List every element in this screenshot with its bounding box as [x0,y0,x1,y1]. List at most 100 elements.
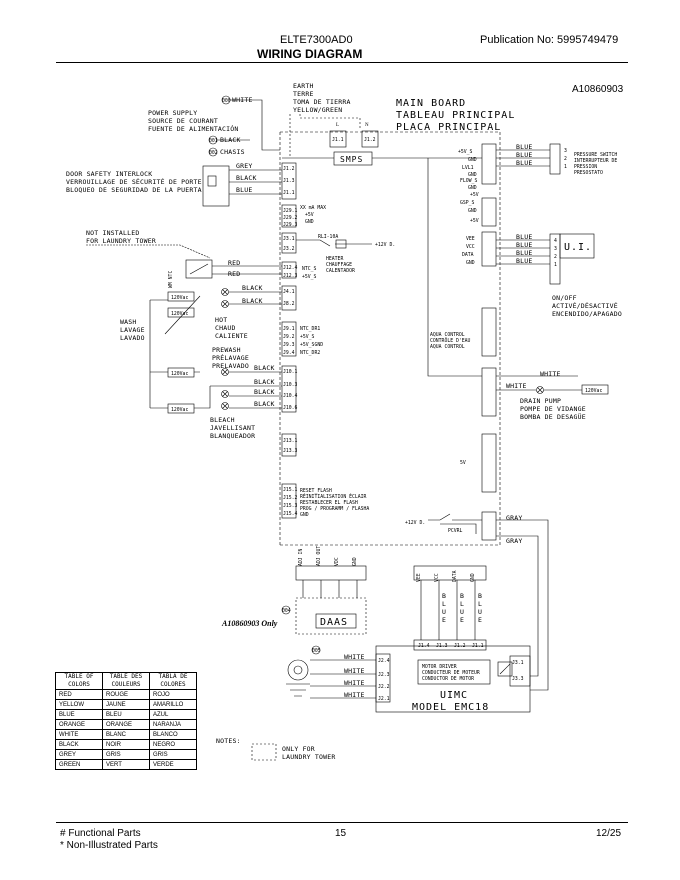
svg-text:GND: GND [468,185,477,191]
svg-text:004: 004 [282,608,291,614]
svg-text:J10.1: J10.1 [283,369,298,375]
svg-text:WM NTC: WM NTC [168,271,174,288]
earth-label-2: TERRE [293,90,314,98]
earth-label-1: EARTH [293,82,314,90]
svg-text:4: 4 [554,238,557,244]
flash-2: RÉINITIALISATION ÉCLAIR [300,492,367,500]
svg-text:+5V_S: +5V_S [458,149,473,155]
svg-text:VEE: VEE [466,236,475,242]
motor-icon [287,659,309,681]
svg-text:1: 1 [564,164,567,170]
svg-text:GRAY: GRAY [506,537,522,545]
notes-label: NOTES: [216,737,241,745]
flash-5: GND [300,512,309,518]
only-for-1: ONLY FOR [282,745,315,753]
svg-text:BLACK: BLACK [242,284,263,292]
svg-text:NTC_DR1: NTC_DR1 [300,326,320,332]
svg-text:VDC: VDC [334,557,340,566]
svg-text:ADJ IN: ADJ IN [298,549,304,566]
footer-divider [56,822,628,823]
svg-text:BLACK: BLACK [242,297,263,305]
svg-text:J3.3: J3.3 [512,676,524,682]
aqua-1: AQUA CONTROL [430,332,465,338]
svg-text:BLUE: BLUE [236,186,252,194]
bleach-3: BLANQUEADOR [210,432,255,440]
svg-text:+12V D.: +12V D. [405,520,425,526]
svg-text:GND: GND [352,557,358,566]
svg-text:J2.2: J2.2 [378,684,390,690]
svg-text:J12.3: J12.3 [283,273,298,279]
svg-text:+5V_S: +5V_S [300,334,315,340]
svg-text:WHITE: WHITE [344,691,365,699]
svg-text:120Vac: 120Vac [171,295,188,301]
earth-label-4: YELLOW/GREEN [293,106,342,114]
svg-text:BLUE: BLUE [516,249,532,257]
main-board-label-1: MAIN BOARD [396,98,466,109]
svg-text:J15.2: J15.2 [283,495,298,501]
prewash-2: PRÉLAVAGE [212,353,249,362]
svg-text:B: B [442,592,446,600]
flash-3: RESTABLECER EL FLASH [300,500,358,506]
svg-text:3: 3 [554,246,557,252]
svg-text:J1.2: J1.2 [364,137,376,143]
wash-1: WASH [120,318,136,326]
svg-text:GND: GND [468,208,477,214]
svg-text:+5V: +5V [470,192,479,198]
svg-text:+5V_S: +5V_S [302,274,317,280]
svg-text:BLUE: BLUE [516,233,532,241]
svg-text:GND: GND [466,260,475,266]
model-number: ELTE7300AD0 [280,34,353,46]
svg-text:J9.4: J9.4 [283,350,295,356]
on-off-2: ACTIVÉ/DÉSACTIVÉ [552,301,618,310]
svg-text:2: 2 [554,254,557,260]
uimc-model: MODEL EMC18 [412,702,489,713]
svg-text:120Vac: 120Vac [171,371,188,377]
svg-text:2: 2 [564,156,567,162]
motor-driver-2: CONDUCTEUR DE MOTEUR [422,670,480,676]
wm-ntc [185,259,213,279]
hot-2: CHAUD [215,324,236,332]
svg-text:BLUE: BLUE [516,143,532,151]
svg-text:J13.3: J13.3 [283,448,298,454]
svg-text:J15.4: J15.4 [283,511,298,517]
svg-text:RLI-10A: RLI-10A [318,234,338,240]
svg-text:J8.2: J8.2 [283,301,295,307]
svg-text:WHITE: WHITE [540,370,561,378]
svg-text:U: U [460,608,464,616]
svg-text:GRAY: GRAY [506,514,522,522]
svg-text:120Vac: 120Vac [585,388,602,394]
svg-text:J3.1: J3.1 [512,660,524,666]
svg-text:BLUE: BLUE [516,241,532,249]
svg-text:J3.2: J3.2 [283,246,295,252]
svg-text:J3.1: J3.1 [283,236,295,242]
on-off-1: ON/OFF [552,294,577,302]
svg-text:J2.1: J2.1 [378,696,390,702]
motor-driver-3: CONDUCTOR DE MOTOR [422,676,474,682]
svg-text:+5V_SGND: +5V_SGND [300,342,323,348]
svg-text:J1.1: J1.1 [472,643,484,649]
footer-non-illustrated: * Non-Illustrated Parts [60,840,158,851]
wash-3: LAVADO [120,334,145,342]
aqua-3: AQUA CONTROL [430,344,465,350]
hot-3: CALIENTE [215,332,248,340]
wire-chasis: CHASIS [220,148,245,156]
svg-text:FLOW_S: FLOW_S [460,178,477,184]
svg-text:NTC_S: NTC_S [302,266,317,272]
svg-text:J9.2: J9.2 [283,334,295,340]
power-supply-1: POWER SUPPLY [148,109,197,117]
svg-text:J29.3: J29.3 [283,222,298,228]
svg-text:GSP_S: GSP_S [460,200,475,206]
svg-text:001: 001 [209,138,218,144]
page-number: 15 [335,828,347,839]
svg-text:DATA: DATA [452,570,458,582]
svg-text:J10.4: J10.4 [283,393,298,399]
svg-text:B: B [478,592,482,600]
pressure-switch-3: PRESSION [574,164,597,170]
svg-text:WHITE: WHITE [344,667,365,675]
svg-text:J1.2: J1.2 [283,166,295,172]
